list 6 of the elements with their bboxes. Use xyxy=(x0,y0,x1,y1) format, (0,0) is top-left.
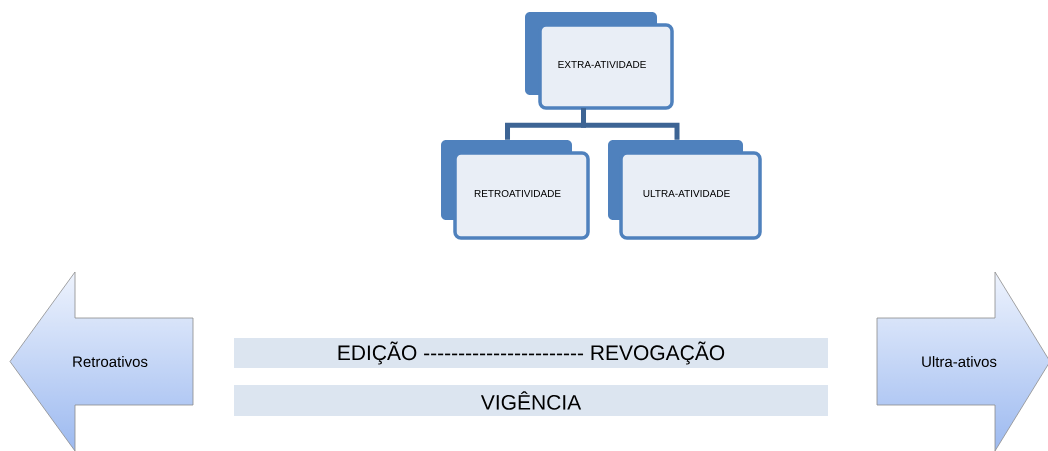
connector-line xyxy=(581,108,680,140)
text-band: EDIÇÃO ----------------------- REVOGAÇÃO xyxy=(234,338,828,368)
org-chart-box: ULTRA-ATIVIDADE xyxy=(608,140,762,240)
org-chart-box: EXTRA-ATIVIDADE xyxy=(525,12,674,110)
org-chart-box: RETROATIVIDADE xyxy=(441,140,590,240)
text-band: VIGÊNCIA xyxy=(234,385,828,416)
